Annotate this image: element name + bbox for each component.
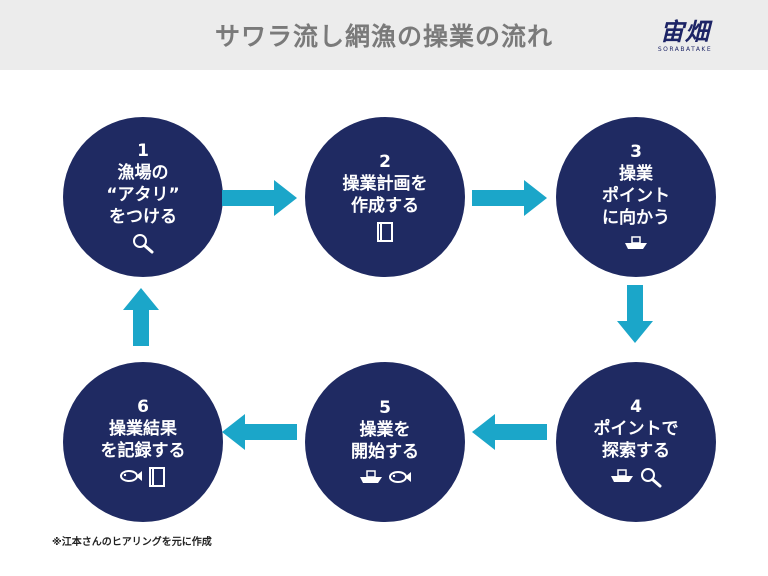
notebook-icon [377,222,393,242]
step-number: 2 [379,152,391,172]
arrow-right-icon [222,180,297,216]
step-1-circle: 1 漁場の “アタリ” をつける [63,117,223,277]
page-title: サワラ流し網漁の操業の流れ [214,22,553,51]
boat-icon [625,236,647,249]
arrow-left-icon [472,414,547,450]
step-icons [609,466,663,488]
step-number: 4 [630,397,642,417]
step-6-circle: 6 操業結果 を記録する [63,362,223,522]
step-label: 操業結果 を記録する [100,419,186,461]
boat-icon [360,470,382,483]
step-3-circle: 3 操業 ポイント に向かう [556,117,716,277]
step-number: 1 [137,141,149,161]
step-icons [358,467,412,487]
sorabatake-logo: 宙畑 SORABATAKE [640,10,740,60]
notebook-icon [149,467,165,487]
step-number: 6 [137,397,149,417]
arrow-left-icon [222,414,297,450]
fish-icon [389,471,411,483]
magnifier-icon [133,234,154,254]
footnote: ※江本さんのヒアリングを元に作成 [52,537,212,548]
boat-icon [611,469,633,482]
step-icons [623,233,649,253]
step-4-circle: 4 ポイントで 探索する [556,362,716,522]
step-icons [131,232,155,254]
step-5-circle: 5 操業を 開始する [305,362,465,522]
step-number: 5 [379,398,391,418]
step-icons [119,466,167,488]
arrow-up-icon [123,288,159,346]
logo-subtext: SORABATAKE [657,46,713,53]
step-label: 操業を 開始する [351,420,419,462]
header-bar [0,0,768,70]
arrow-right-icon [472,180,547,216]
step-2-circle: 2 操業計画を 作成する [305,117,465,277]
arrow-down-icon [617,285,653,343]
step-icons [375,221,395,243]
step-label: 漁場の “アタリ” をつける [106,163,180,227]
logo-text: 宙畑 [660,18,710,46]
step-number: 3 [630,142,642,162]
step-label: 操業計画を 作成する [342,174,428,216]
step-label: ポイントで 探索する [593,419,679,461]
step-label: 操業 ポイント に向かう [602,164,670,228]
fish-icon [120,470,142,482]
magnifier-icon [641,468,662,488]
